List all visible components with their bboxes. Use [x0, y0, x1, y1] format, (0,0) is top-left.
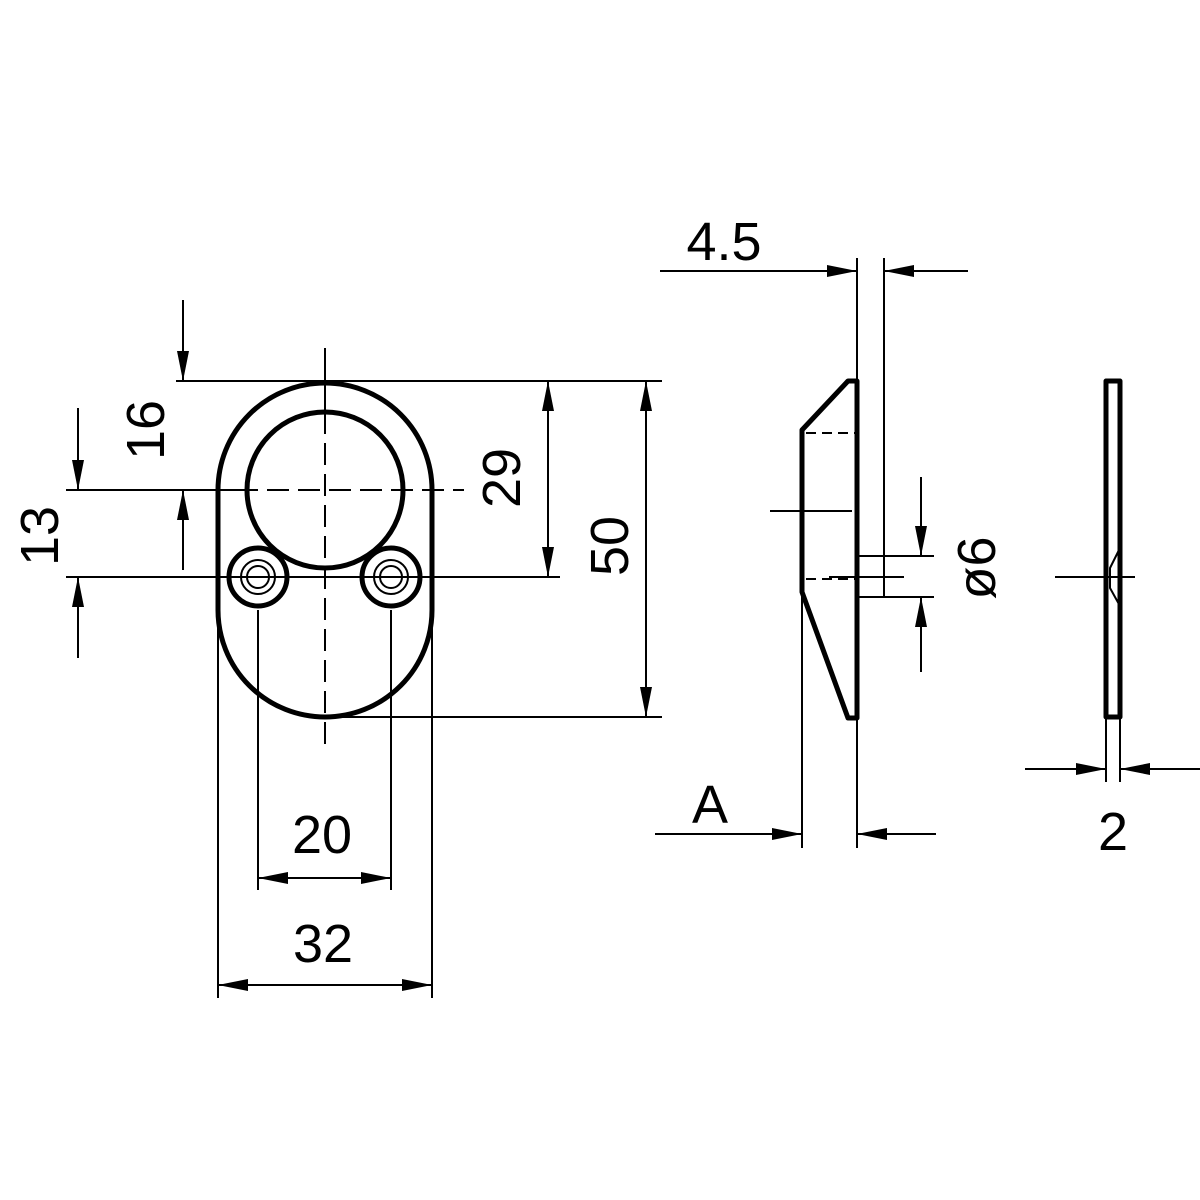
dimension-label-29: 29: [472, 448, 532, 508]
dimension-13: 13: [10, 408, 84, 658]
side-view: 4.5 ø6 A: [655, 212, 1007, 848]
dimension-diameter-6: ø6: [915, 477, 1007, 672]
dimension-label-4-5: 4.5: [686, 212, 761, 272]
dimension-label-20: 20: [292, 805, 352, 865]
dimension-label-32: 32: [293, 914, 353, 974]
dimension-a: A: [655, 775, 936, 840]
dimension-2: 2: [1025, 763, 1200, 862]
dimension-label-13: 13: [10, 506, 70, 566]
dimension-label-a: A: [692, 775, 728, 835]
dimension-label-diameter-6: ø6: [947, 536, 1007, 599]
dimension-20: 20: [258, 805, 391, 884]
dimension-29: 29: [472, 381, 554, 577]
dimension-16: 16: [116, 300, 189, 570]
extension-lines: [176, 380, 662, 998]
dimension-label-2: 2: [1098, 802, 1128, 862]
dimension-50: 50: [580, 381, 652, 717]
front-view: 16 13 29 50 20: [10, 300, 662, 998]
dimension-label-50: 50: [580, 516, 640, 576]
center-lines: [66, 348, 560, 752]
dimension-4-5: 4.5: [660, 212, 968, 277]
dimension-label-16: 16: [116, 400, 176, 460]
dimension-32: 32: [218, 914, 432, 991]
edge-view: 2: [1025, 378, 1200, 862]
